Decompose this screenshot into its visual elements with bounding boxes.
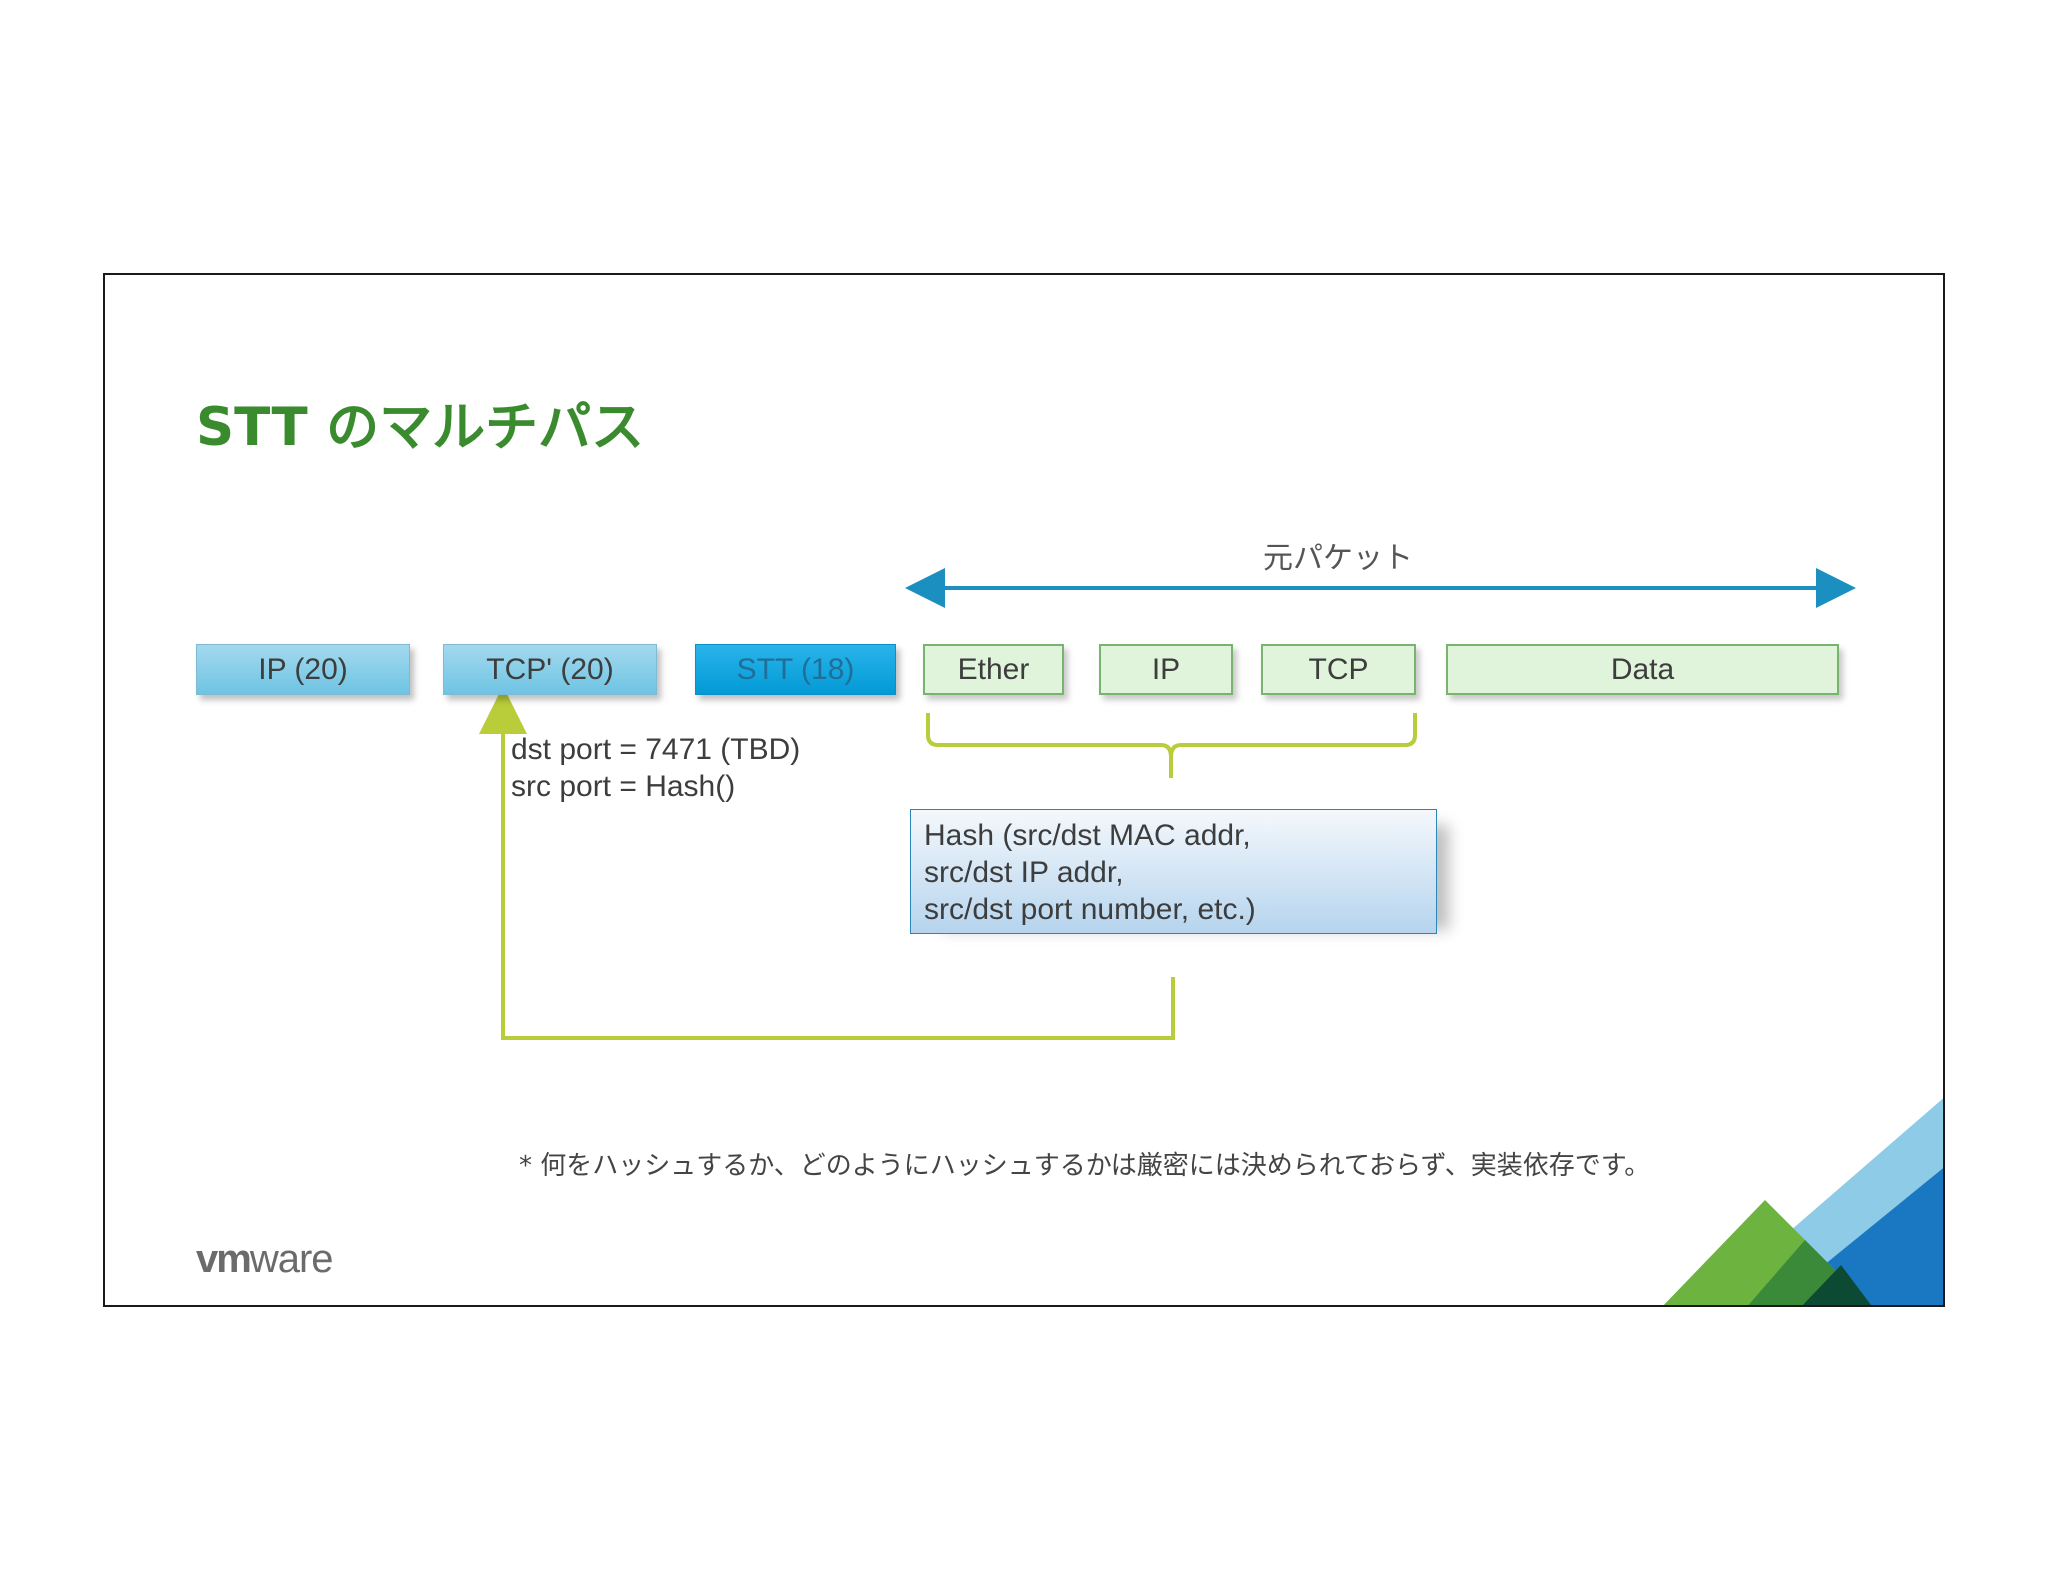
corner-triangles-graphic: [1663, 1098, 1943, 1305]
original-packet-label: 元パケット: [1263, 541, 1413, 576]
hash-line-3: src/dst port number, etc.): [924, 893, 1256, 926]
ip-header-box: IP (20): [196, 644, 410, 695]
footnote: * 何をハッシュするか、どのようにハッシュするかは厳密には決められておらず、実装…: [519, 1151, 1651, 1181]
hash-input-brace: [926, 713, 1417, 778]
vmware-logo-vm: vm: [196, 1237, 252, 1281]
stt-header-box: STT (18): [695, 644, 896, 695]
vmware-logo: vmware: [196, 1237, 334, 1282]
src-port-text: src port = Hash(): [511, 770, 736, 803]
inner-ip-header-box: IP: [1099, 644, 1233, 695]
inner-tcp-header-box: TCP: [1261, 644, 1416, 695]
ether-header-box: Ether: [923, 644, 1064, 695]
hash-line-2: src/dst IP addr,: [924, 856, 1124, 889]
vmware-logo-ware: ware: [249, 1237, 334, 1281]
hash-line-1: Hash (src/dst MAC addr,: [924, 819, 1251, 852]
data-payload-box: Data: [1446, 644, 1839, 695]
slide: STT のマルチパス 元パケット IP (20) TCP' (20) STT (…: [103, 273, 1945, 1307]
port-note: dst port = 7471 (TBD) src port = Hash(): [511, 731, 800, 805]
tcp-prime-header-box: TCP' (20): [443, 644, 657, 695]
hash-to-tcp-arrow: [479, 686, 1175, 1040]
diagram-connectors: [479, 568, 1943, 1305]
slide-title: STT のマルチパス: [196, 397, 645, 458]
dst-port-text: dst port = 7471 (TBD): [511, 733, 801, 766]
hash-description-box: Hash (src/dst MAC addr, src/dst IP addr,…: [910, 809, 1437, 934]
